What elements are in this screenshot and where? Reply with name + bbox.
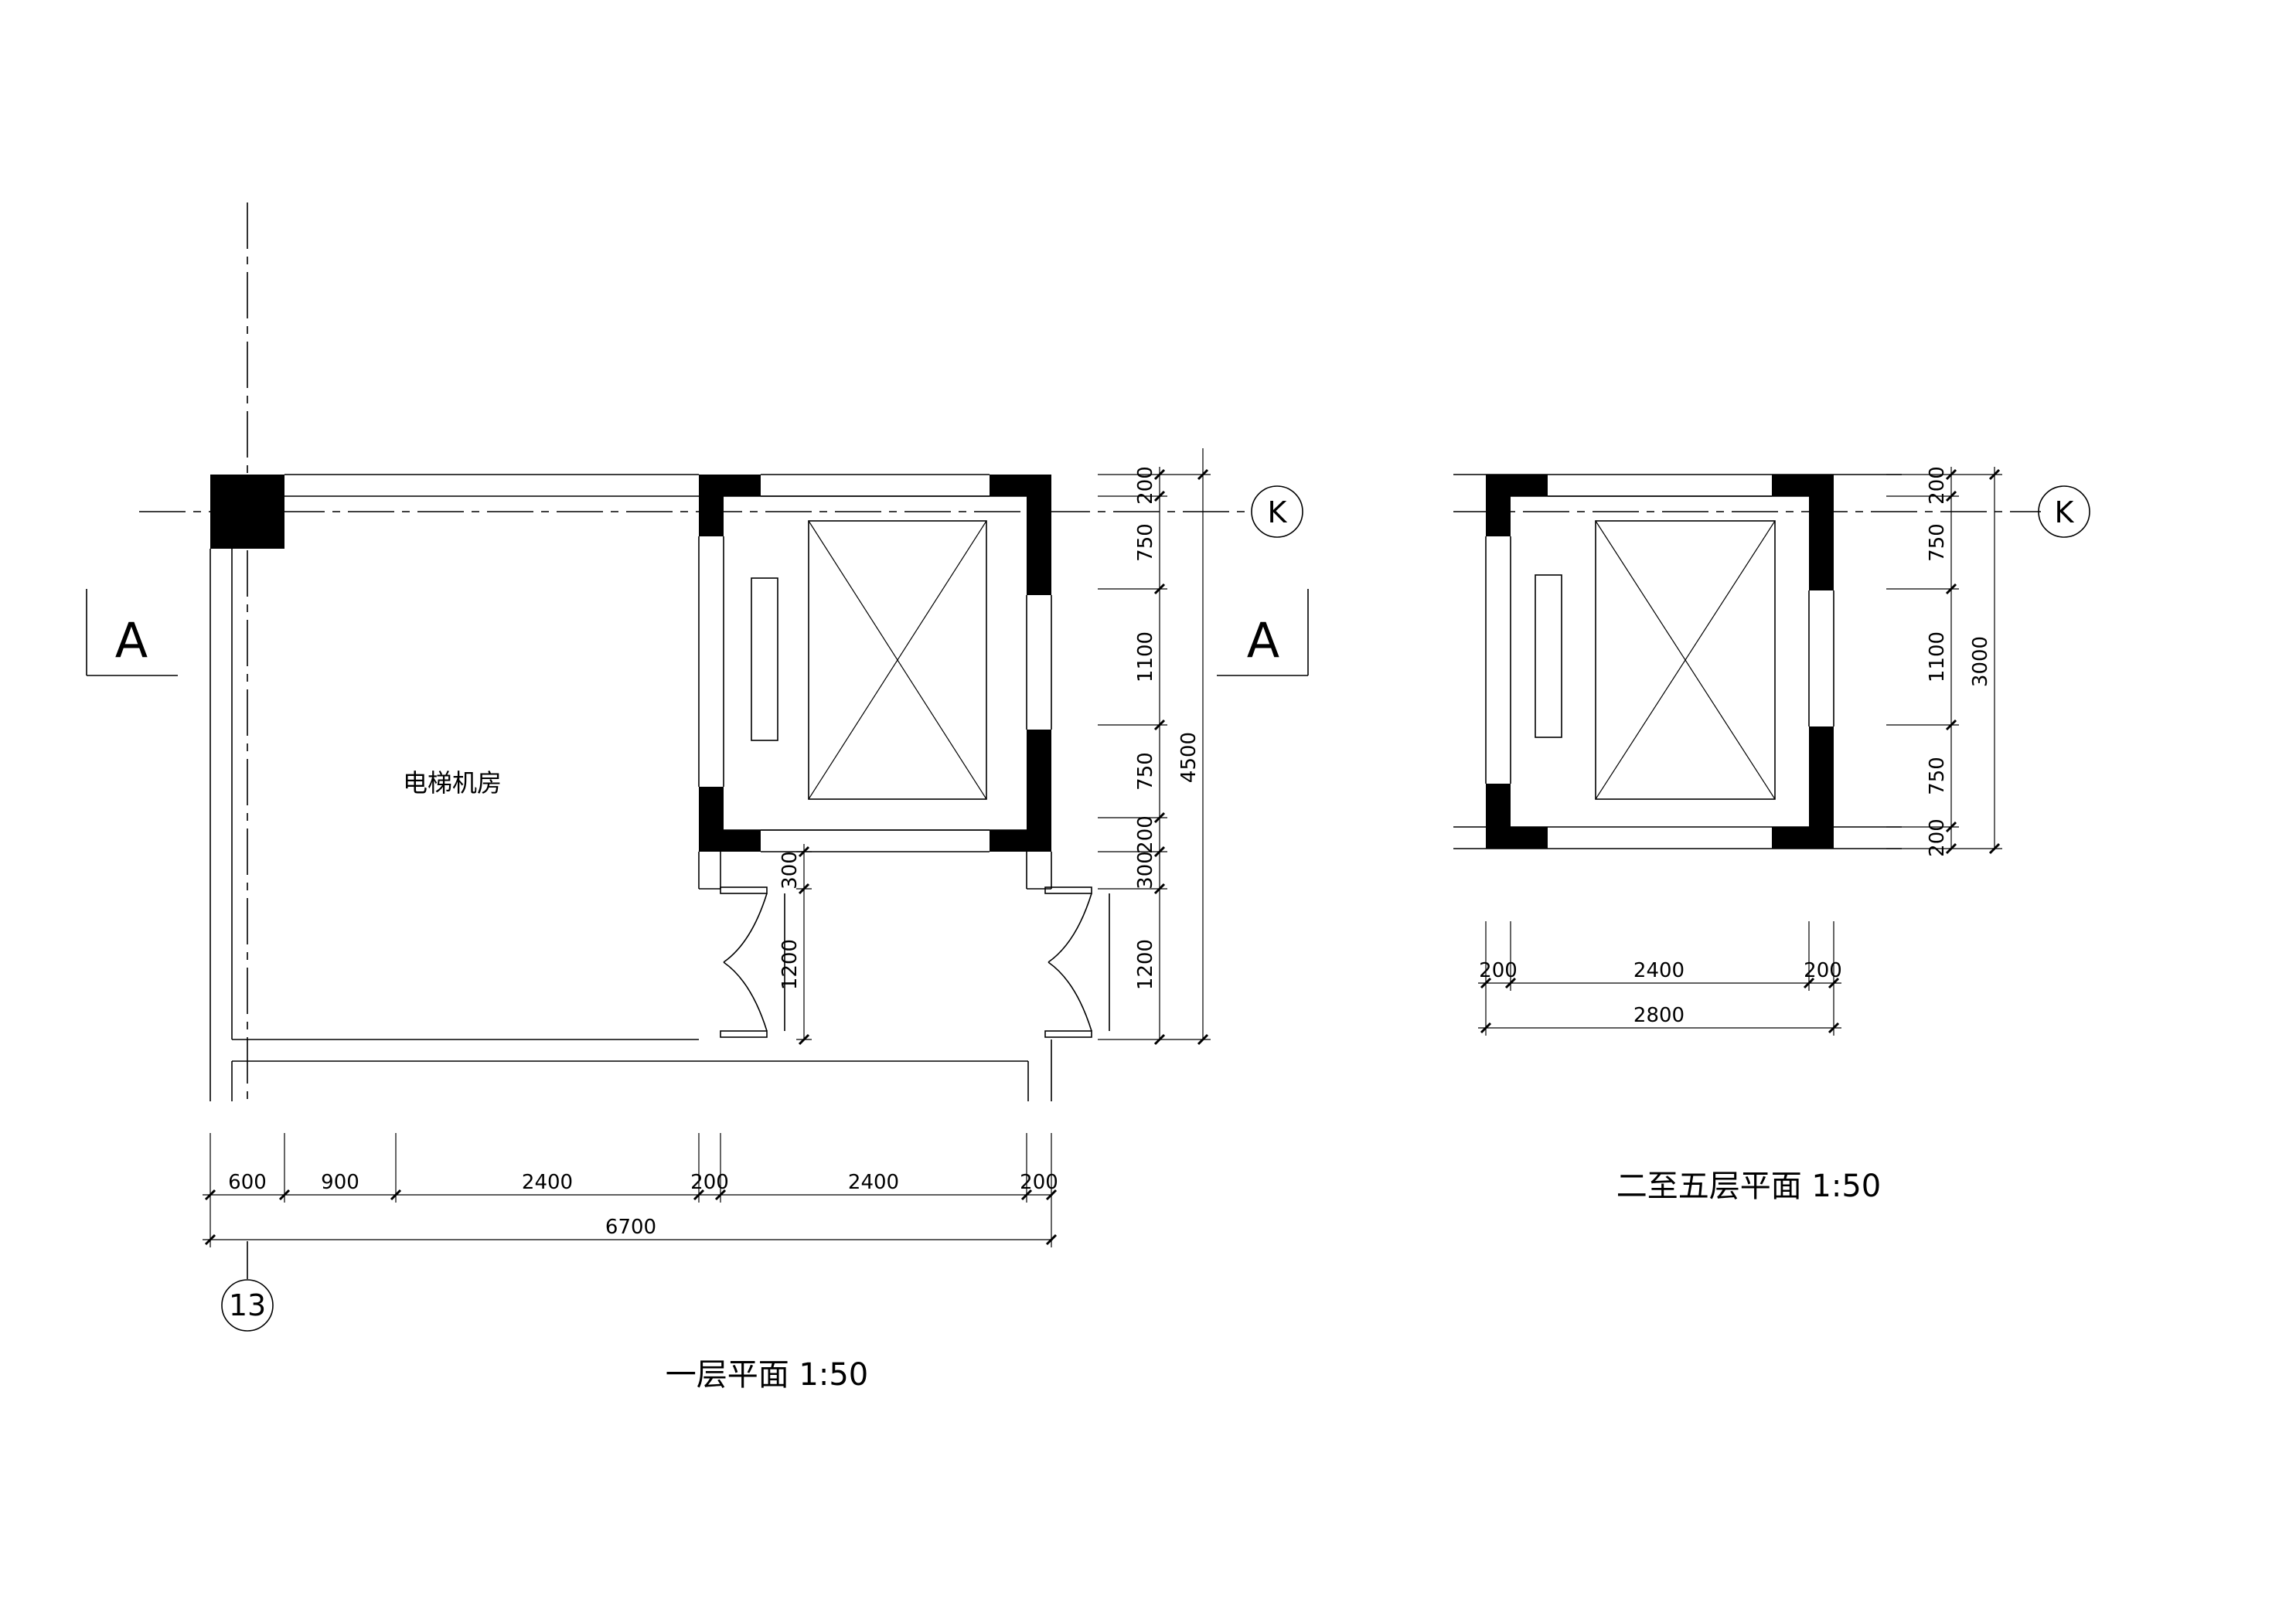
svg-text:750: 750	[1926, 523, 1949, 562]
elevator-car	[808, 520, 987, 800]
floors-2-5-title: 二至五层平面 1:50	[1616, 1169, 1882, 1204]
svg-text:6700: 6700	[605, 1216, 656, 1239]
dim-right-floor1: 200 750 1100 750 200 300 1200 4500	[1098, 448, 1211, 1046]
svg-text:A: A	[1247, 612, 1279, 669]
svg-text:A: A	[115, 612, 148, 669]
elevator-car-upper	[1595, 520, 1776, 800]
dim-right-upper: 200 750 1100 750 200 3000	[1886, 466, 2002, 857]
svg-text:1100: 1100	[1926, 631, 1949, 682]
floors-2-5-plan: K 200 750 1100 750	[1453, 466, 2090, 1204]
svg-text:2800: 2800	[1633, 1004, 1685, 1027]
svg-text:300: 300	[1134, 851, 1157, 890]
svg-text:1200: 1200	[778, 939, 802, 990]
svg-text:600: 600	[228, 1171, 267, 1194]
svg-text:2400: 2400	[522, 1171, 573, 1194]
svg-text:4500: 4500	[1177, 732, 1201, 783]
corner-column	[210, 475, 284, 549]
svg-text:200: 200	[1020, 1171, 1058, 1194]
elevator-shaft-floor1	[698, 474, 1052, 852]
svg-text:200: 200	[1926, 466, 1949, 505]
section-marker-right: A	[1217, 589, 1309, 676]
section-marker-left: A	[86, 589, 178, 676]
counterweight	[751, 577, 778, 741]
grid-bubble-k-floor1: K	[1251, 485, 1303, 538]
svg-text:750: 750	[1134, 523, 1157, 562]
svg-text:300: 300	[778, 851, 802, 890]
door-left	[720, 886, 785, 1038]
dim-bottom-upper: 200 2400 200 2800	[1478, 921, 1842, 1036]
svg-text:1200: 1200	[1134, 939, 1157, 990]
svg-text:200: 200	[1804, 959, 1842, 982]
grid-bubble-13: 13	[221, 1241, 274, 1332]
svg-text:200: 200	[1134, 466, 1157, 505]
svg-text:900: 900	[321, 1171, 359, 1194]
svg-text:2400: 2400	[848, 1171, 899, 1194]
door-right	[1044, 886, 1110, 1038]
first-floor-plan: 电梯机房 A A 13 K	[86, 202, 1309, 1393]
svg-text:750: 750	[1926, 757, 1949, 795]
svg-text:2400: 2400	[1633, 959, 1685, 982]
svg-text:13: 13	[229, 1288, 266, 1322]
svg-text:200: 200	[1134, 815, 1157, 854]
svg-text:K: K	[1268, 495, 1288, 529]
grid-bubble-k-upper: K	[2038, 485, 2090, 538]
floor1-title: 一层平面 1:50	[666, 1357, 869, 1393]
room-label: 电梯机房	[403, 768, 502, 798]
svg-text:750: 750	[1134, 752, 1157, 791]
svg-text:200: 200	[1926, 818, 1949, 857]
svg-text:K: K	[2055, 495, 2075, 529]
elevator-shaft-upper	[1453, 474, 1902, 849]
counterweight-upper	[1535, 574, 1562, 738]
svg-text:200: 200	[1479, 959, 1518, 982]
dim-bottom-floor1: 600 900 2400 200 2400 200 6700	[203, 1133, 1058, 1247]
svg-text:200: 200	[690, 1171, 729, 1194]
dim-door-floor1: 300 1200	[778, 844, 812, 1046]
svg-text:3000: 3000	[1969, 636, 1992, 687]
svg-text:1100: 1100	[1134, 631, 1157, 682]
